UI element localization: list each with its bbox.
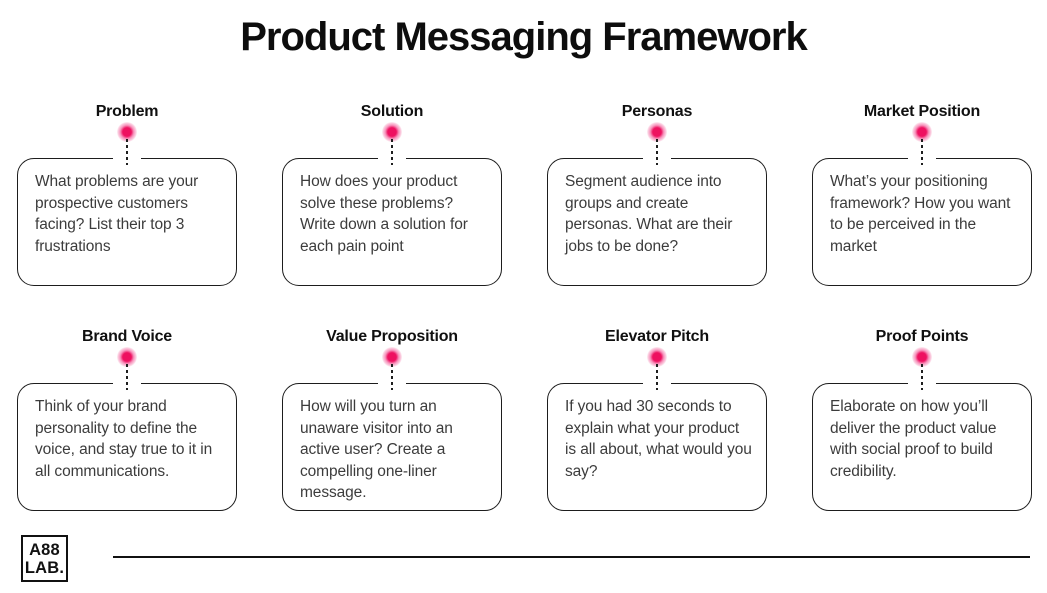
a88lab-logo: A88 LAB. bbox=[21, 535, 68, 582]
pin-icon bbox=[117, 347, 137, 367]
card-title: Personas bbox=[621, 103, 693, 120]
pin-icon bbox=[382, 122, 402, 142]
card-note-box: Segment audience into groups and create … bbox=[547, 156, 767, 286]
pin-icon bbox=[382, 347, 402, 367]
card-note-box: How will you turn an unaware visitor int… bbox=[282, 381, 502, 511]
card-title: Elevator Pitch bbox=[605, 328, 709, 345]
pin-icon bbox=[912, 347, 932, 367]
card-title: Solution bbox=[360, 103, 424, 120]
card-note-box: How does your product solve these proble… bbox=[282, 156, 502, 286]
pin-stem-dashed-line bbox=[391, 139, 393, 165]
pin-icon bbox=[647, 347, 667, 367]
pin-icon bbox=[117, 122, 137, 142]
card-body-text: How does your product solve these proble… bbox=[300, 173, 468, 255]
cards-grid: Problem What problems are your prospecti… bbox=[0, 103, 1047, 511]
card-elevator-pitch: Elevator Pitch If you had 30 seconds to … bbox=[547, 328, 767, 511]
card-body-text: What problems are your prospective custo… bbox=[35, 173, 199, 255]
card-title: Market Position bbox=[863, 103, 981, 120]
card-note-box: Think of your brand personality to defin… bbox=[17, 381, 237, 511]
card-solution: Solution How does your product solve the… bbox=[282, 103, 502, 286]
card-title: Brand Voice bbox=[82, 328, 172, 345]
footer-divider-line bbox=[113, 556, 1030, 558]
card-body-text: Segment audience into groups and create … bbox=[565, 173, 733, 255]
logo-text-line1: A88 bbox=[29, 540, 60, 559]
pin-icon bbox=[647, 122, 667, 142]
card-title: Value Proposition bbox=[326, 328, 458, 345]
card-market-position: Market Position What’s your positioning … bbox=[812, 103, 1032, 286]
card-brand-voice: Brand Voice Think of your brand personal… bbox=[17, 328, 237, 511]
card-note-box: Elaborate on how you’ll deliver the prod… bbox=[812, 381, 1032, 511]
card-note-box: What problems are your prospective custo… bbox=[17, 156, 237, 286]
pin-stem-dashed-line bbox=[126, 364, 128, 390]
card-personas: Personas Segment audience into groups an… bbox=[547, 103, 767, 286]
pin-stem-dashed-line bbox=[126, 139, 128, 165]
pin-stem-dashed-line bbox=[656, 139, 658, 165]
logo-text-line2: LAB. bbox=[24, 558, 65, 577]
card-proof-points: Proof Points Elaborate on how you’ll del… bbox=[812, 328, 1032, 511]
pin-icon bbox=[912, 122, 932, 142]
card-body-text: What’s your positioning framework? How y… bbox=[830, 173, 1011, 255]
card-body-text: If you had 30 seconds to explain what yo… bbox=[565, 398, 752, 480]
card-body-text: Think of your brand personality to defin… bbox=[35, 398, 213, 480]
card-body-text: How will you turn an unaware visitor int… bbox=[300, 398, 453, 501]
pin-stem-dashed-line bbox=[391, 364, 393, 390]
card-title: Proof Points bbox=[875, 328, 969, 345]
card-note-box: What’s your positioning framework? How y… bbox=[812, 156, 1032, 286]
card-body-text: Elaborate on how you’ll deliver the prod… bbox=[830, 398, 997, 480]
pin-stem-dashed-line bbox=[921, 139, 923, 165]
page-title: Product Messaging Framework bbox=[240, 15, 807, 59]
card-note-box: If you had 30 seconds to explain what yo… bbox=[547, 381, 767, 511]
card-problem: Problem What problems are your prospecti… bbox=[17, 103, 237, 286]
pin-stem-dashed-line bbox=[921, 364, 923, 390]
card-title: Problem bbox=[95, 103, 159, 120]
card-value-proposition: Value Proposition How will you turn an u… bbox=[282, 328, 502, 511]
pin-stem-dashed-line bbox=[656, 364, 658, 390]
